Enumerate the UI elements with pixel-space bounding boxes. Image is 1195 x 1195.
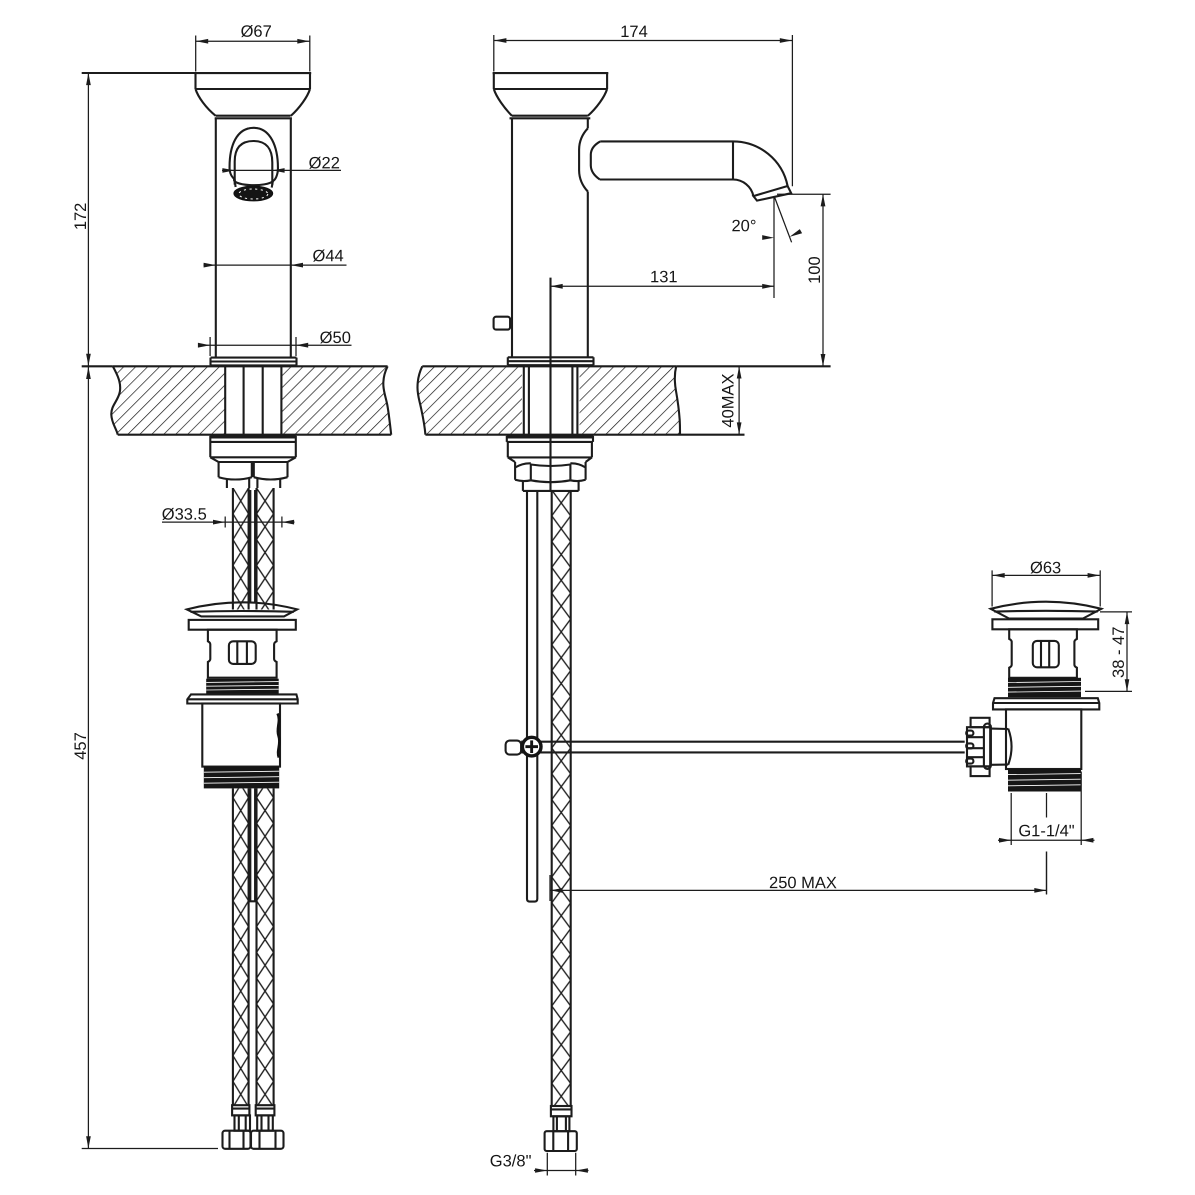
svg-text:Ø44: Ø44	[312, 247, 343, 265]
svg-text:174: 174	[620, 23, 648, 41]
svg-text:20°: 20°	[731, 217, 756, 235]
svg-text:457: 457	[72, 732, 90, 760]
svg-text:131: 131	[650, 268, 678, 286]
svg-text:Ø67: Ø67	[241, 23, 272, 41]
svg-text:40MAX: 40MAX	[720, 373, 738, 427]
svg-text:38 - 47: 38 - 47	[1110, 627, 1128, 678]
svg-text:Ø22: Ø22	[309, 154, 340, 172]
svg-text:Ø63: Ø63	[1030, 559, 1061, 577]
svg-text:G3/8": G3/8"	[490, 1152, 532, 1170]
svg-text:250 MAX: 250 MAX	[769, 874, 837, 892]
svg-text:Ø33.5: Ø33.5	[162, 506, 207, 524]
svg-text:100: 100	[806, 256, 824, 284]
svg-text:172: 172	[72, 203, 90, 231]
svg-text:G1-1/4": G1-1/4"	[1018, 822, 1074, 840]
svg-text:Ø50: Ø50	[320, 329, 351, 347]
